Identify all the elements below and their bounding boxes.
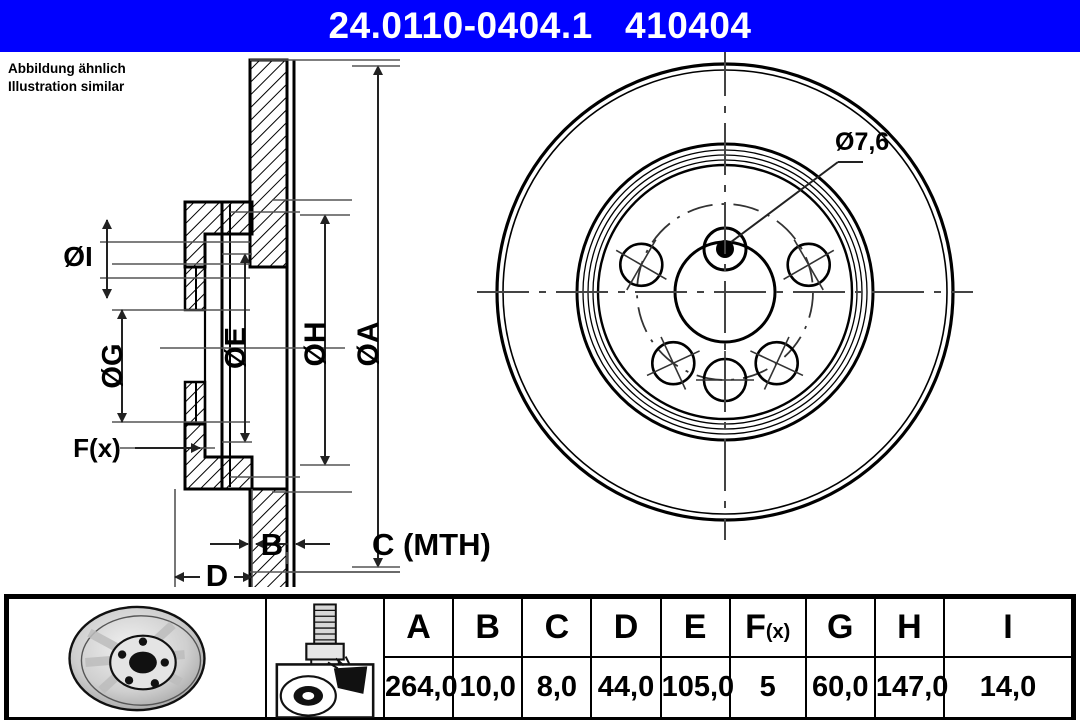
dimension-dia-g: ØG: [97, 309, 129, 423]
dimension-label-dia-e: ØE: [220, 327, 252, 369]
dimension-label-b: B: [261, 527, 283, 562]
spec-header-d: D: [590, 597, 662, 658]
brake-disc-photo-icon: [7, 596, 267, 721]
drawing-svg: ØI ØG ØE ØH ØA: [63, 52, 973, 587]
spec-table-header-row: A B C D E F(x) G H I: [7, 596, 1073, 721]
spec-header-fx-sub: (x): [765, 620, 791, 643]
illustration-similar-note: Abbildung ähnlich Illustration similar: [8, 60, 126, 96]
bolt-hole: [750, 336, 804, 390]
spec-value-d: 44,0: [590, 655, 662, 721]
dimension-label-c-mth: C (MTH): [372, 527, 491, 562]
bolt-hole: [646, 336, 700, 390]
spec-header-i: I: [943, 597, 1073, 658]
spec-value-h: 147,0: [873, 655, 948, 721]
dimension-b: B: [210, 527, 288, 562]
section-inner-lines: [184, 60, 296, 587]
spec-table: A B C D E F(x) G H I 264,0 10,0 8,0 44,0…: [7, 596, 1073, 721]
bolt-hole: [783, 239, 835, 291]
dimension-label-d: D: [206, 558, 228, 587]
spec-value-b: 10,0: [452, 655, 524, 721]
spec-value-a: 264,0: [382, 655, 458, 721]
spec-table-container: A B C D E F(x) G H I 264,0 10,0 8,0 44,0…: [4, 594, 1076, 721]
center-lines: [477, 52, 973, 540]
spec-value-g: 60,0: [804, 655, 876, 721]
dimension-c-mth: C (MTH): [295, 527, 491, 562]
spec-header-b: B: [452, 597, 524, 658]
spec-header-fx: F(x): [728, 597, 807, 658]
dimension-dia-h: ØH: [299, 214, 350, 466]
dimension-f-x: F(x): [73, 433, 201, 463]
section-hatched-body: [183, 58, 289, 587]
dimension-label-dia-a: ØA: [352, 322, 385, 367]
note-line-english: Illustration similar: [8, 79, 125, 95]
technical-drawing-area: ØI ØG ØE ØH ØA: [0, 52, 1080, 587]
dimension-d: D: [174, 558, 253, 587]
cross-section-view: ØI ØG ØE ØH ØA: [63, 58, 491, 587]
dimension-dia-i: ØI: [63, 219, 112, 299]
page-title: 24.0110-0404.1 410404: [328, 5, 752, 46]
dimension-label-dia-g: ØG: [97, 343, 129, 388]
header-bar: 24.0110-0404.1 410404: [0, 0, 1080, 52]
spray-icon: [275, 656, 375, 719]
spec-value-i: 14,0: [943, 655, 1073, 721]
dimension-label-dia-h: ØH: [299, 322, 332, 367]
spec-table-value-row: 264,0 10,0 8,0 44,0 105,0 5 60,0 147,0 1…: [8, 655, 1073, 721]
spec-header-a: A: [382, 597, 455, 658]
dimension-label-dia-i: ØI: [63, 241, 93, 272]
face-view: Ø7,6: [477, 52, 973, 540]
bolt-icon: [305, 603, 345, 668]
spec-header-fx-main: F: [745, 607, 766, 646]
spec-header-g: G: [804, 597, 876, 658]
note-line-german: Abbildung ähnlich: [8, 61, 126, 76]
bolt-hole: [615, 239, 667, 291]
spec-header-c: C: [521, 597, 593, 658]
spec-value-c: 8,0: [521, 655, 593, 721]
dimension-dia-e: ØE: [220, 253, 252, 443]
spec-header-e: E: [659, 597, 731, 658]
spec-value-e: 105,0: [659, 655, 734, 721]
hole-callout-leader: [730, 161, 863, 243]
dimension-dia-a: ØA: [352, 65, 400, 568]
dimension-label-f-x: F(x): [73, 433, 121, 463]
bolt-and-spray-icon: [265, 596, 385, 721]
spec-header-h: H: [873, 597, 946, 658]
spec-value-fx: 5: [728, 655, 807, 721]
hole-callout-label: Ø7,6: [835, 128, 889, 156]
